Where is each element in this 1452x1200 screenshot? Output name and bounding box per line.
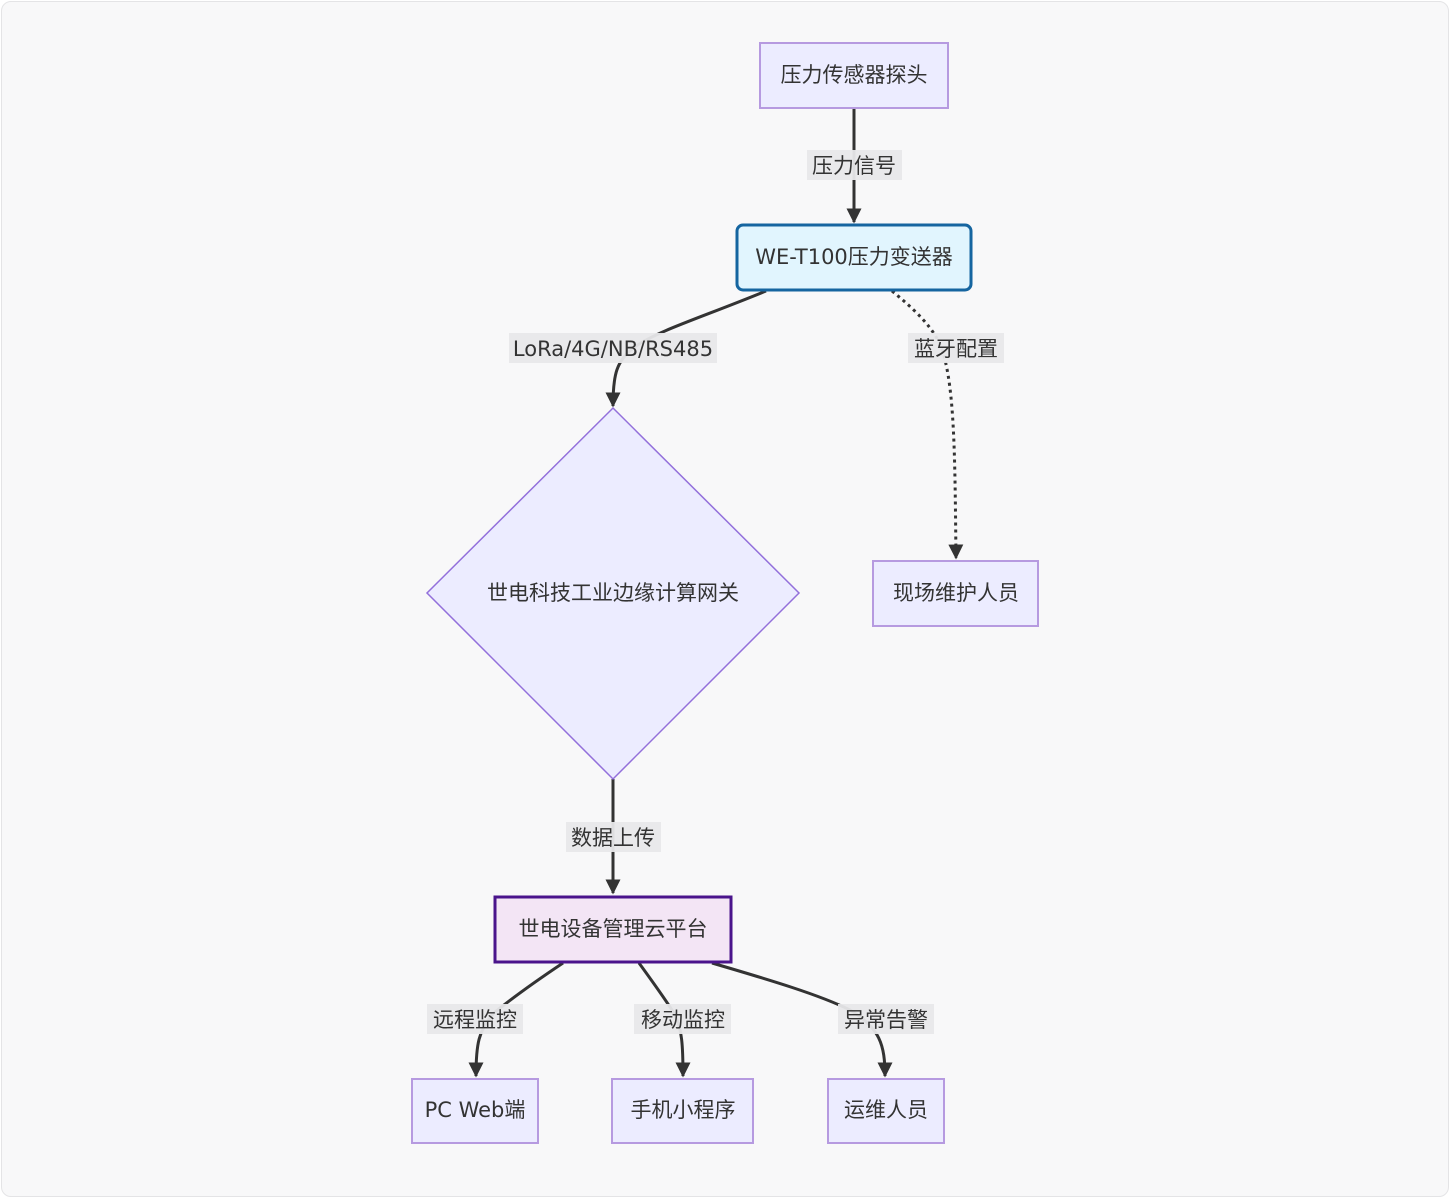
edge-label-text: 远程监控 bbox=[433, 1008, 517, 1032]
edge-label-text: 蓝牙配置 bbox=[914, 337, 998, 361]
node-cloud[interactable]: 世电设备管理云平台 bbox=[493, 895, 733, 964]
edge-transmitter-to-field-staff bbox=[891, 289, 964, 560]
node-label: 现场维护人员 bbox=[893, 581, 1019, 605]
edge-label-mobile: 移动监控 bbox=[634, 1004, 731, 1034]
node-sensor[interactable]: 压力传感器探头 bbox=[759, 42, 949, 109]
node-transmitter[interactable]: WE-T100压力变送器 bbox=[735, 223, 973, 292]
node-label: 手机小程序 bbox=[631, 1098, 736, 1122]
edge-label-text: LoRa/4G/NB/RS485 bbox=[513, 337, 713, 361]
node-mini-program[interactable]: 手机小程序 bbox=[611, 1078, 754, 1144]
edge-label-text: 压力信号 bbox=[812, 154, 896, 178]
edge-label-remote: 远程监控 bbox=[427, 1004, 523, 1034]
node-field-staff[interactable]: 现场维护人员 bbox=[872, 560, 1039, 627]
edge-label-text: 移动监控 bbox=[641, 1008, 725, 1032]
node-label: 世电科技工业边缘计算网关 bbox=[487, 581, 739, 605]
node-pc-web[interactable]: PC Web端 bbox=[411, 1078, 539, 1144]
node-gateway[interactable]: 世电科技工业边缘计算网关 bbox=[425, 406, 801, 781]
edge-label-signal: 压力信号 bbox=[807, 150, 902, 180]
edge-label-alarm: 异常告警 bbox=[838, 1004, 934, 1034]
edge-label-comm: LoRa/4G/NB/RS485 bbox=[509, 333, 717, 363]
node-label: 运维人员 bbox=[844, 1098, 928, 1122]
node-label: WE-T100压力变送器 bbox=[755, 245, 953, 269]
node-label: PC Web端 bbox=[425, 1098, 526, 1122]
edge-label-upload: 数据上传 bbox=[566, 822, 661, 852]
edge-label-text: 数据上传 bbox=[571, 826, 655, 850]
node-ops-staff[interactable]: 运维人员 bbox=[827, 1078, 945, 1144]
edge-label-text: 异常告警 bbox=[844, 1008, 928, 1032]
node-label: 世电设备管理云平台 bbox=[519, 917, 708, 941]
edge-label-bluetooth: 蓝牙配置 bbox=[908, 333, 1004, 363]
node-label: 压力传感器探头 bbox=[781, 63, 928, 87]
